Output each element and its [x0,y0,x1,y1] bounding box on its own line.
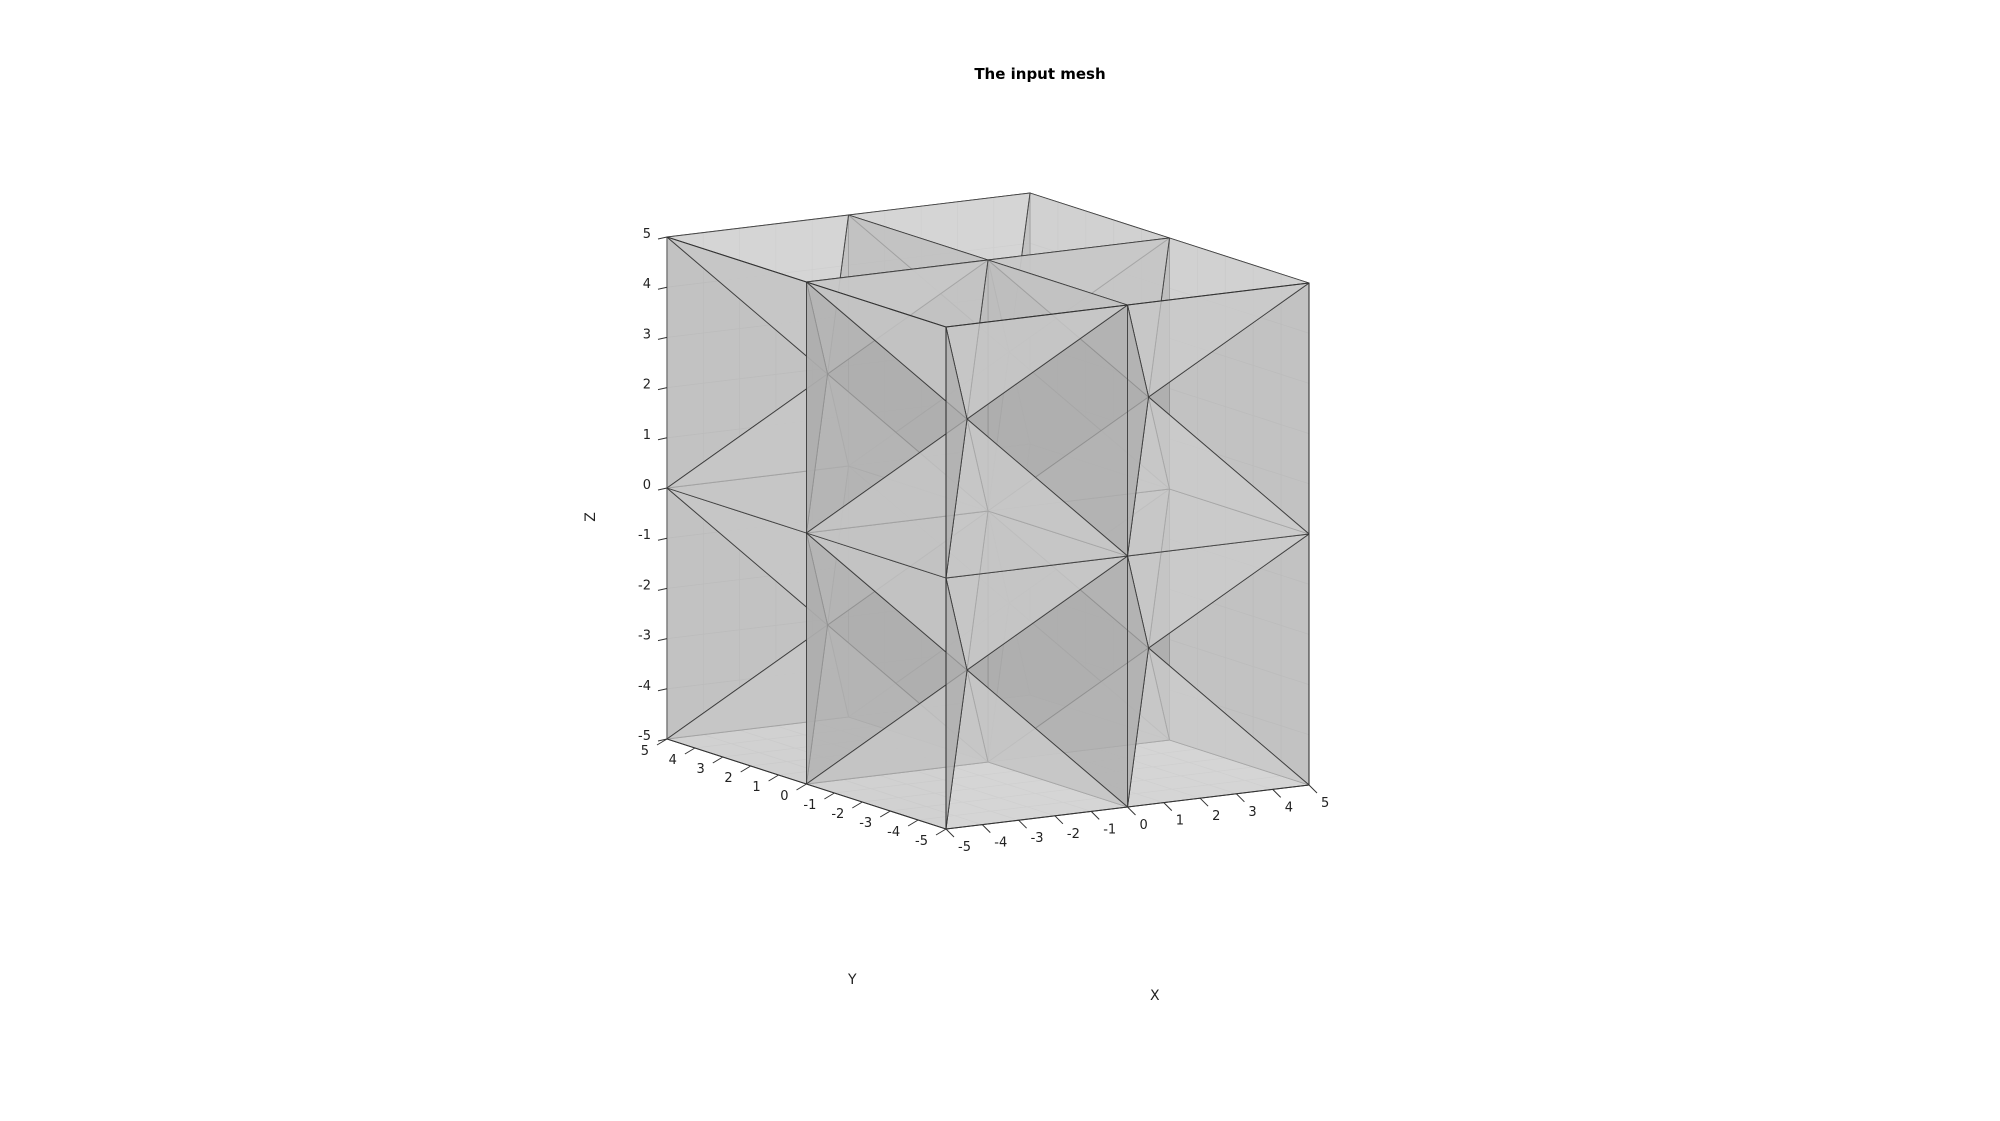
z-tick-label: -5 [638,729,651,744]
y-tick [684,747,696,755]
y-tick [907,819,919,827]
x-tick-label: 1 [1176,814,1184,829]
x-tick [1199,797,1209,807]
x-tick [945,828,955,838]
z-axis-label: Z [583,512,599,522]
x-tick-label: -3 [1031,831,1044,846]
z-tick [657,638,668,642]
y-tick [796,783,807,791]
y-tick-label: 4 [669,753,677,768]
chart-title: The input mesh [974,65,1105,83]
y-tick-label: 2 [724,771,732,786]
z-tick-label: 5 [643,227,651,242]
z-tick-label: 1 [643,428,651,443]
x-tick [1272,789,1282,798]
y-tick-label: -2 [831,807,844,822]
x-tick [1127,806,1136,816]
box-edge [945,282,1310,328]
z-tick-label: 3 [643,327,651,342]
z-tick [657,286,668,290]
y-tick-label: -3 [859,816,872,831]
z-tick [657,236,668,240]
y-tick-label: -4 [887,825,900,840]
z-tick-label: 0 [643,478,651,493]
y-tick [712,756,724,764]
z-tick [657,387,668,391]
x-tick-label: -4 [994,836,1007,851]
z-tick [657,537,668,541]
y-tick [935,828,947,836]
x-tick-label: -5 [958,840,971,855]
z-tick-label: -1 [638,528,651,543]
z-tick [657,437,668,441]
y-tick [852,801,863,809]
y-tick [656,738,668,746]
y-tick-label: 5 [641,744,649,759]
x-tick-label: -1 [1103,822,1116,837]
x-tick [981,824,991,833]
z-tick [657,688,668,692]
x-tick-label: 2 [1212,809,1220,824]
x-tick [1054,815,1064,825]
x-tick [1090,811,1100,820]
x-tick-label: 0 [1140,818,1148,833]
y-tick-label: 0 [780,789,788,804]
mesh-layer [666,192,1310,830]
x-tick [1308,784,1318,794]
y-axis-label: Y [847,972,857,988]
x-tick [1236,793,1245,803]
y-tick-label: 1 [752,780,760,795]
x-tick-label: -2 [1067,827,1080,842]
ticks-layer: -5-4-3-2-1012345-5-4-3-2-1012345-5-4-3-2… [638,227,1329,855]
z-tick-label: -2 [638,578,651,593]
box-edge [666,236,947,328]
y-tick [740,765,751,773]
x-tick-label: 4 [1285,800,1293,815]
z-tick-label: 2 [643,378,651,393]
x-tick-label: 3 [1248,805,1256,820]
z-tick [657,487,668,491]
y-tick-label: -1 [803,798,816,813]
x-tick [1018,819,1027,829]
y-tick [824,792,835,800]
z-tick-label: -3 [638,629,651,644]
z-tick-label: 4 [643,277,651,292]
x-tick [1163,802,1173,811]
y-tick [768,774,779,782]
y-tick-label: 3 [697,762,705,777]
y-tick [879,810,891,818]
z-tick [657,336,668,340]
y-tick-label: -5 [915,834,928,849]
z-tick-label: -4 [638,679,651,694]
z-tick [657,587,668,591]
x-axis-label: X [1150,988,1160,1004]
x-tick-label: 5 [1321,796,1329,811]
